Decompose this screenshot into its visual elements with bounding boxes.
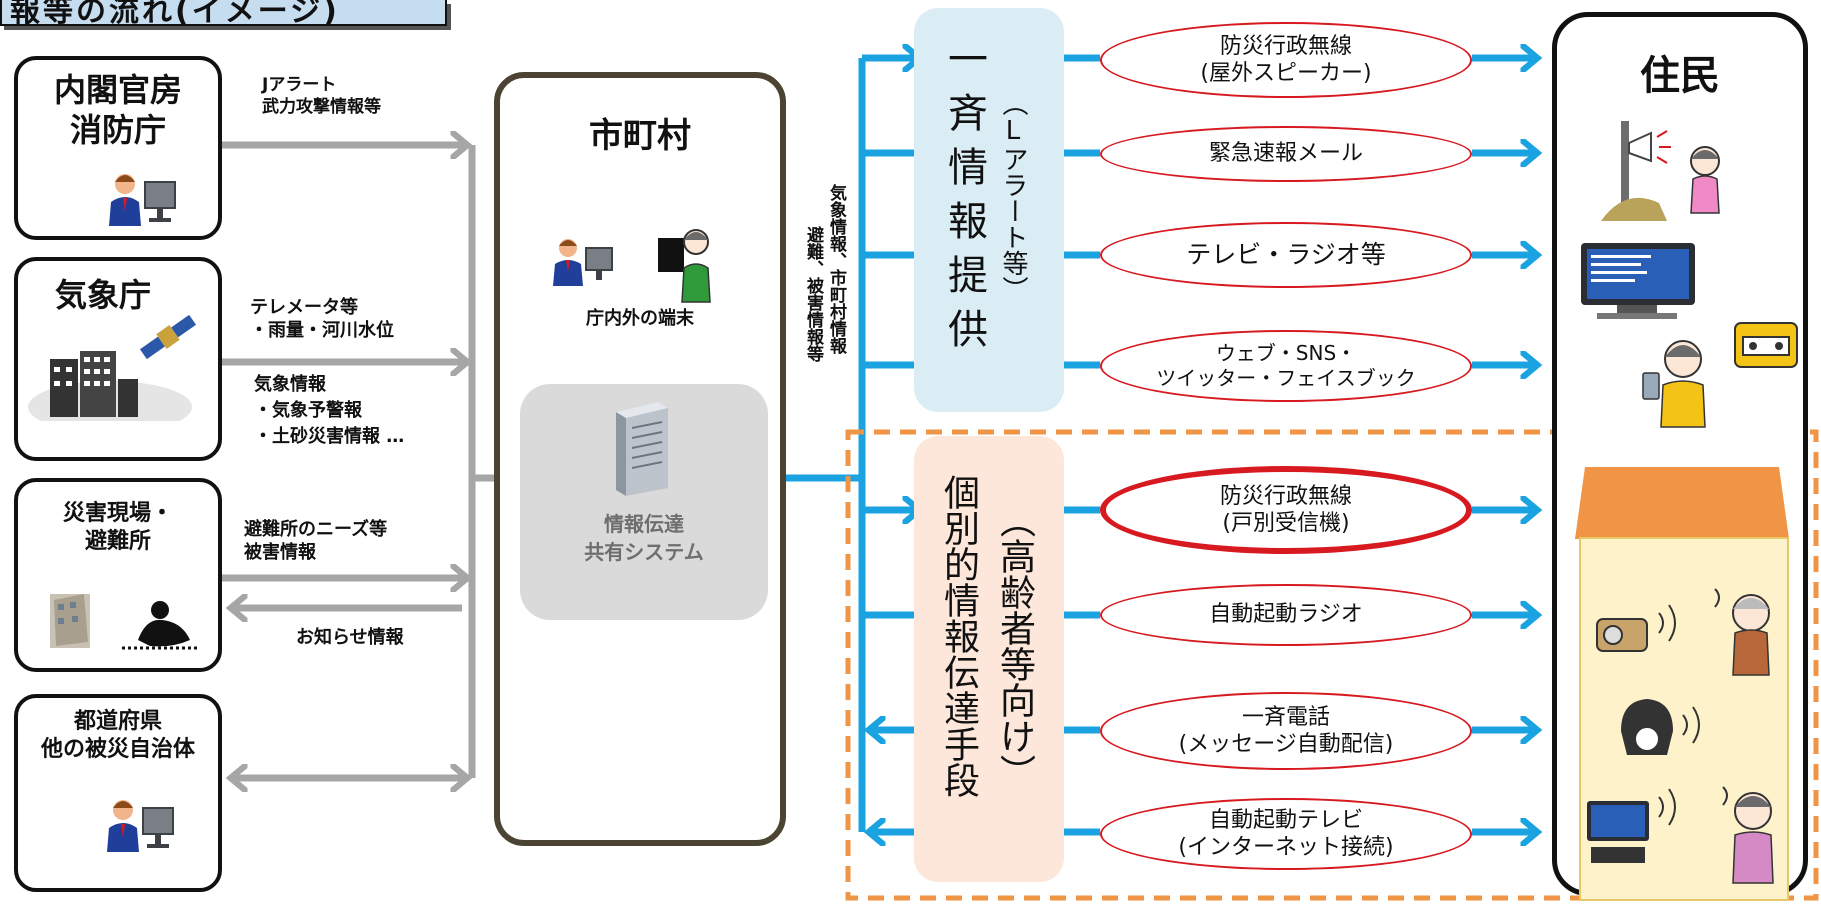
annotation-notice: お知らせ情報 — [296, 627, 404, 648]
channel-auto-tv: 自動起動テレビ (インターネット接続) — [1100, 798, 1472, 870]
shared-system-panel: 情報伝達 共有システム — [520, 384, 768, 620]
source-name: 気象庁 — [54, 276, 151, 314]
residents-box: 住民 — [1552, 12, 1808, 901]
municipality-title: 市町村 — [589, 116, 691, 156]
residents-title: 住民 — [1640, 53, 1720, 99]
auto-radio-elder-icon — [1596, 588, 1770, 676]
annotation-weather-info: 気象情報 ・気象予警報 ・土砂災害情報 … — [254, 374, 405, 448]
individual-group: 個別的情報伝達手段 （高齢者等向け） — [914, 436, 1064, 882]
source-jma: 気象庁 — [14, 257, 222, 461]
source-prefecture: 都道府県 他の被災自治体 — [14, 694, 222, 892]
individual-dashed-frame — [845, 429, 1819, 901]
source-cabinet-office: 内閣官房 消防庁 — [14, 56, 222, 240]
shared-system-label: 情報伝達 共有システム — [584, 512, 704, 564]
page-title: 報等の流れ(イメージ) — [10, 0, 340, 26]
side-label-info: 気象情報、市町村情報 — [826, 184, 846, 354]
channel-tv-radio: テレビ・ラジオ等 — [1100, 222, 1472, 288]
house-icon — [1575, 467, 1789, 539]
individual-title: 個別的情報伝達手段 — [938, 474, 979, 798]
channel-home-receiver: 防災行政無線 (戸別受信機) — [1100, 466, 1472, 554]
auto-tv-listener-icon — [1587, 786, 1774, 884]
source-name: 都道府県 他の被災自治体 — [40, 709, 195, 762]
broadcast-subtitle: （Lアラート等） — [998, 90, 1028, 302]
disaster-site-icon — [50, 594, 200, 650]
blue-connectors — [756, 58, 918, 832]
channel-web-sns: ウェブ・SNS・ ツイッター・フェイスブック — [1100, 330, 1472, 402]
channel-auto-radio: 自動起動ラジオ — [1100, 584, 1472, 646]
channel-emergency-mail: 緊急速報メール — [1100, 126, 1472, 182]
individual-subtitle: （高齢者等向け） — [994, 502, 1035, 790]
terminal-label: 庁内外の端末 — [586, 308, 694, 329]
gray-connectors — [218, 145, 532, 778]
header-title-box: 報等の流れ(イメージ) — [0, 0, 447, 26]
side-label-evacuation: 避難、被害情報等 — [803, 226, 823, 362]
broadcast-title: 一斉情報提供 — [941, 38, 987, 362]
annotation-jalert: Jアラート 武力攻撃情報等 — [262, 75, 381, 118]
channel-mass-call: 一斉電話 (メッセージ自動配信) — [1100, 692, 1472, 770]
annotation-shelter-needs: 避難所のニーズ等 被害情報 — [244, 519, 388, 564]
tv-radio-phone-icon — [1581, 243, 1798, 428]
channel-outdoor-speaker: 防災行政無線 (屋外スピーカー) — [1100, 22, 1472, 98]
broadcast-group: 一斉情報提供 （Lアラート等） — [914, 8, 1064, 412]
satellite-buildings-icon — [28, 314, 197, 421]
source-disaster-site: 災害現場・ 避難所 — [14, 478, 222, 672]
server-icon — [616, 402, 668, 496]
person-at-computer-icon — [107, 800, 174, 852]
outdoor-speaker-listener-icon — [1601, 121, 1720, 221]
annotation-telemeter: テレメータ等 ・雨量・河川水位 — [250, 297, 394, 342]
staff-terminals-icon — [553, 229, 711, 303]
person-at-computer-icon — [109, 174, 176, 226]
source-name: 災害現場・ 避難所 — [62, 501, 173, 554]
municipality-box: 市町村 庁内外の端末 情報伝達 共有システム — [494, 72, 786, 846]
resident-arrows — [1472, 58, 1536, 832]
telephone-icon — [1621, 699, 1700, 755]
source-name: 内閣官房 消防庁 — [53, 71, 182, 149]
